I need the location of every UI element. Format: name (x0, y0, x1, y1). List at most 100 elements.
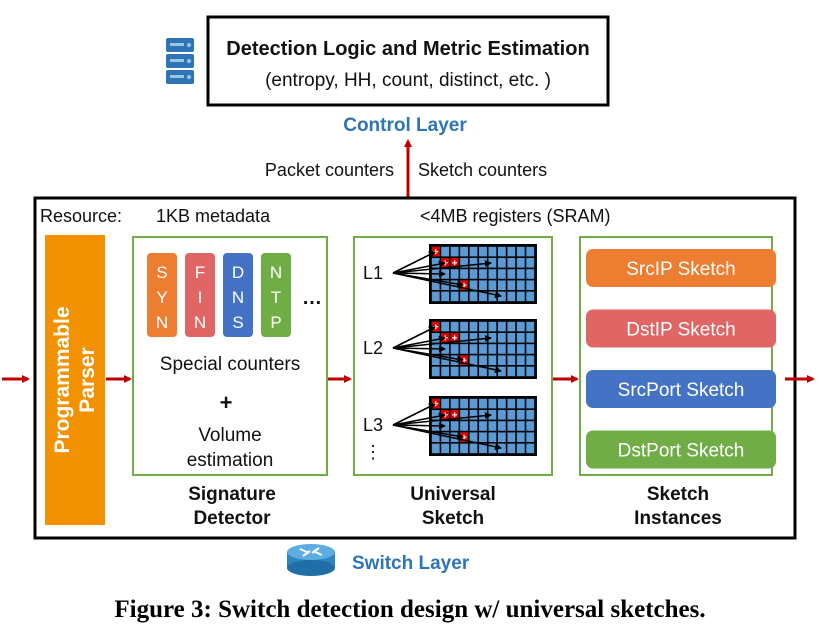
sketch-grid (392, 396, 537, 456)
grid-cell (479, 258, 487, 268)
grid-cell (488, 344, 497, 354)
grid-cell (516, 246, 525, 257)
sketch-level-label: L3 (363, 415, 383, 435)
grid-cell (469, 443, 478, 454)
sketch-instance-label: DstIP Sketch (626, 320, 735, 341)
grid-cell (497, 344, 506, 354)
signature-caption-line1: Signature (188, 484, 276, 505)
grid-cell (460, 321, 468, 332)
pill-letter: N (270, 263, 282, 282)
control-box (206, 15, 610, 107)
figure-caption: Figure 3: Switch detection design w/ uni… (114, 596, 705, 623)
grid-cell (507, 344, 516, 354)
grid-cell (469, 280, 478, 290)
grid-cell (450, 355, 459, 365)
grid-cell (479, 410, 487, 420)
grid-cell (488, 398, 497, 409)
grid-cell (431, 333, 440, 343)
grid-cell (526, 333, 535, 343)
sketch-instance-label: SrcIP Sketch (626, 259, 735, 280)
packet-counters-label: Packet counters (265, 160, 394, 180)
hash-arrow (392, 326, 436, 349)
grid-cell (516, 366, 525, 377)
protocol-pill (147, 253, 177, 337)
grid-cell (479, 398, 487, 409)
control-title: Detection Logic and Metric Estimation (226, 38, 589, 60)
grid-cell (488, 432, 497, 442)
grid-cell (460, 398, 468, 409)
grid-cell (479, 333, 487, 343)
grid-cell (488, 333, 497, 343)
switch-box (33, 196, 797, 540)
volume-label: Volume (198, 425, 261, 446)
pill-letter: S (156, 263, 167, 282)
sketch-counters-label: Sketch counters (418, 160, 547, 180)
grid-cell (497, 246, 506, 257)
pill-letter: N (232, 288, 244, 307)
grid-cell (516, 410, 525, 420)
universal-caption-line1: Universal (410, 484, 496, 505)
grid-cell (441, 366, 450, 377)
grid-cell (488, 355, 497, 365)
sketch-instance (586, 370, 776, 408)
grid-cell (450, 432, 459, 442)
grid-cell (460, 366, 468, 377)
grid-cell (516, 269, 525, 279)
grid-cell (469, 291, 478, 302)
grid-cell (516, 321, 525, 332)
grid-cell (526, 246, 535, 257)
grid-cell (479, 269, 487, 279)
hash-arrow (392, 251, 436, 274)
grid-cell (469, 246, 478, 257)
server-icon (166, 38, 194, 84)
grid-cell (450, 291, 459, 302)
grid-cell (497, 410, 506, 420)
hash-arrow (392, 270, 446, 278)
grid-cell (460, 344, 468, 354)
metadata-label: 1KB metadata (156, 206, 271, 226)
grid-cell (526, 366, 535, 377)
sketch-instance (586, 249, 776, 287)
grid-cell (469, 355, 478, 365)
grid-cell (469, 269, 478, 279)
sketch-instance-label: DstPort Sketch (618, 441, 745, 462)
grid-cell (441, 321, 450, 332)
grid-cell (431, 355, 440, 365)
grid-cell (507, 410, 516, 420)
sketch-instance (586, 430, 776, 469)
sketch-grid (392, 319, 537, 379)
grid-cell (431, 443, 440, 454)
pill-letter: T (271, 288, 281, 307)
grid-cell (450, 421, 459, 431)
grid-cell (507, 321, 516, 332)
grid-cell (488, 410, 497, 420)
grid-cell (450, 321, 459, 332)
protocol-pill (261, 253, 291, 337)
grid-cell (497, 432, 506, 442)
grid-cell (488, 321, 497, 332)
hash-arrow (392, 272, 502, 299)
grid-cell (526, 443, 535, 454)
plus-sign: + (220, 390, 233, 415)
pill-letter: Y (156, 288, 167, 307)
grid-cell (431, 410, 440, 420)
grid-cell (526, 280, 535, 290)
grid-cell (441, 280, 450, 290)
grid-cell (469, 432, 478, 442)
grid-cell (488, 291, 497, 302)
grid-cell (516, 398, 525, 409)
grid-cell (488, 366, 497, 377)
grid-cell (479, 321, 487, 332)
grid-cell (516, 291, 525, 302)
grid-cell (450, 398, 459, 409)
grid-cell (497, 355, 506, 365)
grid-cell (507, 269, 516, 279)
grid-cell (469, 321, 478, 332)
grid-cell (441, 291, 450, 302)
grid-cell (526, 355, 535, 365)
pill-letter: S (232, 313, 243, 332)
sketch-instance-label: SrcPort Sketch (618, 380, 745, 401)
protocol-pill (223, 253, 253, 337)
grid-cell (526, 410, 535, 420)
